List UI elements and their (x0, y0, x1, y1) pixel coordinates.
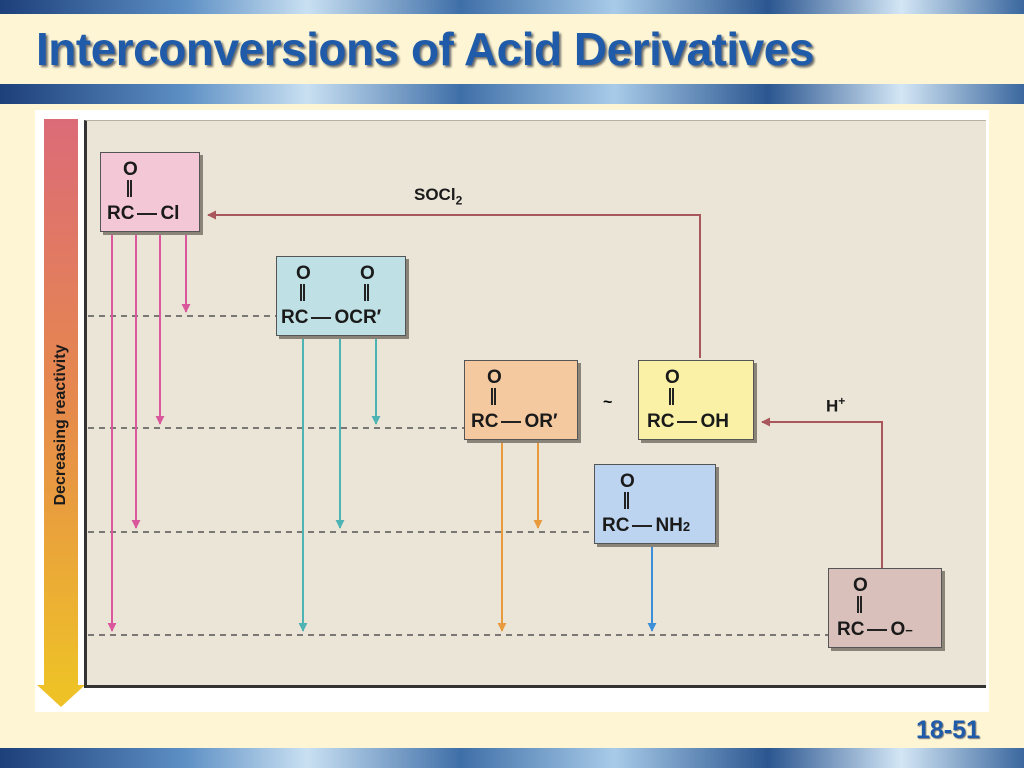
double-bond (364, 284, 369, 301)
top-decor-band (0, 0, 1024, 14)
carbonyl-oxygen: O (296, 263, 311, 284)
page-number: 18-51 (916, 716, 980, 744)
double-bond (624, 492, 629, 509)
double-bond (491, 388, 496, 405)
carbonyl-oxygen: O (853, 575, 868, 596)
reagent-h-plus: H+ (826, 394, 846, 416)
carbonyl-oxygen: O (665, 367, 680, 388)
double-bond (857, 596, 862, 613)
double-bond (300, 284, 305, 301)
slide-title: Interconversions of Acid Derivatives (36, 23, 814, 75)
double-bond (127, 180, 132, 197)
reactivity-arrow-icon (37, 685, 85, 707)
double-bond (669, 388, 674, 405)
carbonyl-oxygen: O (487, 367, 502, 388)
carbonyl-oxygen: O (360, 263, 375, 284)
reagent-socl2: SOCl2 (414, 185, 463, 208)
arrow-acid-to-chloride (207, 210, 701, 358)
arrow-carboxylate-to-acid (761, 417, 883, 568)
bottom-decor-band (0, 748, 1024, 768)
title-decor-band (0, 84, 1024, 104)
carbonyl-oxygen: O (620, 471, 635, 492)
reactivity-bar (44, 119, 78, 685)
equilibrium-tilde: ~ (603, 394, 613, 411)
carbonyl-oxygen: O (123, 159, 138, 180)
